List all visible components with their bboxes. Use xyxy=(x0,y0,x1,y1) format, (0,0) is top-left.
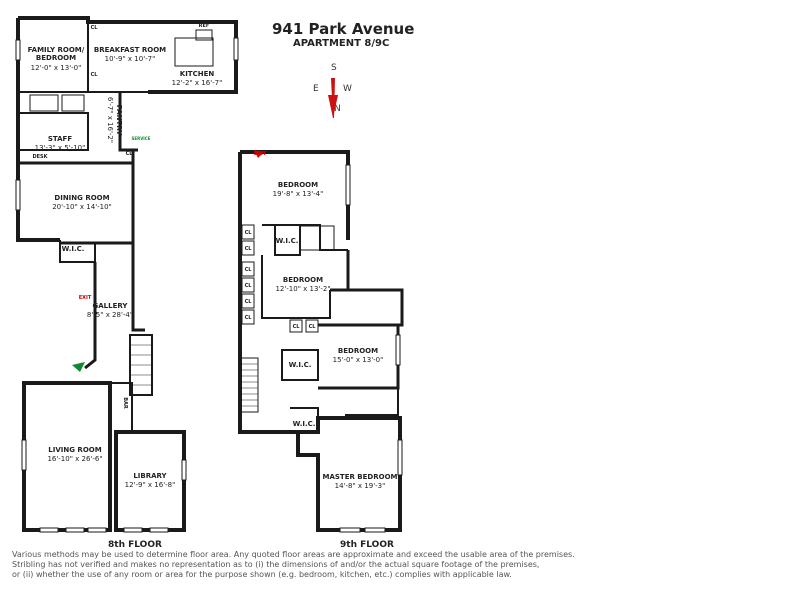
disclaimer-line-1: Various methods may be used to determine… xyxy=(12,550,575,559)
exit-8th: EXIT xyxy=(79,295,92,301)
pantry-dims: 6'-7" x 16'-2" xyxy=(106,97,114,143)
bedroom2-name: BEDROOM xyxy=(283,276,323,284)
gallery-dims: 8'-5" x 28'-4" xyxy=(87,311,133,319)
master-bedroom-dims: 14'-8" x 19'-3" xyxy=(335,482,386,490)
library-name: LIBRARY xyxy=(133,472,167,480)
compass-w: W xyxy=(343,84,352,94)
master-bedroom-name: MASTER BEDROOM xyxy=(323,473,398,481)
cl-9th-4: CL xyxy=(245,283,253,289)
wic-8th: W.I.C. xyxy=(62,245,85,253)
entry-arrow-icon xyxy=(72,362,85,372)
cl-9th-5: CL xyxy=(245,299,253,305)
cl-9th-8: CL xyxy=(309,324,317,330)
floor-label-9th: 9th FLOOR xyxy=(340,540,394,550)
disclaimer-line-2: Stribling has not verified and makes no … xyxy=(12,560,540,569)
cl-9th-6: CL xyxy=(245,315,253,321)
ref-label: REF xyxy=(199,23,210,29)
wic-9th-3: W.I.C. xyxy=(293,420,316,428)
dining-room-dims: 20'-10" x 14'-10" xyxy=(52,203,112,211)
desk-label: DESK xyxy=(32,154,48,160)
ninth-floor-windows xyxy=(339,164,403,533)
stair-treads xyxy=(130,344,258,407)
library-dims: 12'-9" x 16'-8" xyxy=(125,481,176,489)
bar-label: BAR xyxy=(122,397,128,409)
kitchen-name: KITCHEN xyxy=(180,70,215,78)
wic-9th-2: W.I.C. xyxy=(289,361,312,369)
compass-n: N xyxy=(334,104,341,114)
cl-8th-2: CL xyxy=(91,72,99,78)
cl-9th-3: CL xyxy=(245,267,253,273)
family-room-name2: BEDROOM xyxy=(36,54,76,62)
disclaimer: Various methods may be used to determine… xyxy=(12,550,612,580)
exit-arrow-icon xyxy=(254,150,264,158)
family-room-dims: 12'-0" x 13'-0" xyxy=(31,64,82,72)
eighth-floor-windows xyxy=(15,37,239,533)
bedroom2-dims: 12'-10" x 13'-2" xyxy=(275,285,330,293)
family-room-name: FAMILY ROOM/ xyxy=(28,46,85,54)
floor-label-8th: 8th FLOOR xyxy=(108,540,162,550)
bedroom3-dims: 15'-0" x 13'-0" xyxy=(333,356,384,364)
breakfast-room-dims: 10'-9" x 10'-7" xyxy=(105,55,156,63)
gallery-name: GALLERY xyxy=(93,302,129,310)
pantry-name: PANTRY xyxy=(115,105,123,137)
wic-9th-1: W.I.C. xyxy=(276,237,299,245)
service-label: SERVICE xyxy=(132,136,151,141)
cl-9th-2: CL xyxy=(245,246,253,252)
cl-9th-1: CL xyxy=(245,230,253,236)
compass-e: E xyxy=(313,84,319,94)
living-room-name: LIVING ROOM xyxy=(48,446,101,454)
dining-room-name: DINING ROOM xyxy=(54,194,109,202)
exit-9th: EXIT xyxy=(254,151,267,157)
compass-s: S xyxy=(331,63,337,73)
cl-8th-1: CL xyxy=(91,25,99,31)
bedroom1-name: BEDROOM xyxy=(278,181,318,189)
bedroom3-name: BEDROOM xyxy=(338,347,378,355)
eighth-floor-walls xyxy=(16,16,238,532)
compass-arrow-head-icon xyxy=(328,95,338,118)
living-room-dims: 16'-10" x 26'-6" xyxy=(47,455,102,463)
plan-subtitle: APARTMENT 8/9C xyxy=(293,38,390,49)
disclaimer-line-3: or (ii) whether the use of any room or a… xyxy=(12,570,512,579)
bedroom1-dims: 19'-8" x 13'-4" xyxy=(273,190,324,198)
plan-title: 941 Park Avenue xyxy=(272,20,415,38)
cl-8th-3: CL xyxy=(126,151,134,157)
breakfast-room-name: BREAKFAST ROOM xyxy=(94,46,166,54)
staff-name: STAFF xyxy=(48,135,72,143)
kitchen-dims: 12'-2" x 16'-7" xyxy=(172,79,223,87)
cl-9th-7: CL xyxy=(293,324,301,330)
staff-dims: 13'-3" x 5'-10" xyxy=(35,144,86,152)
